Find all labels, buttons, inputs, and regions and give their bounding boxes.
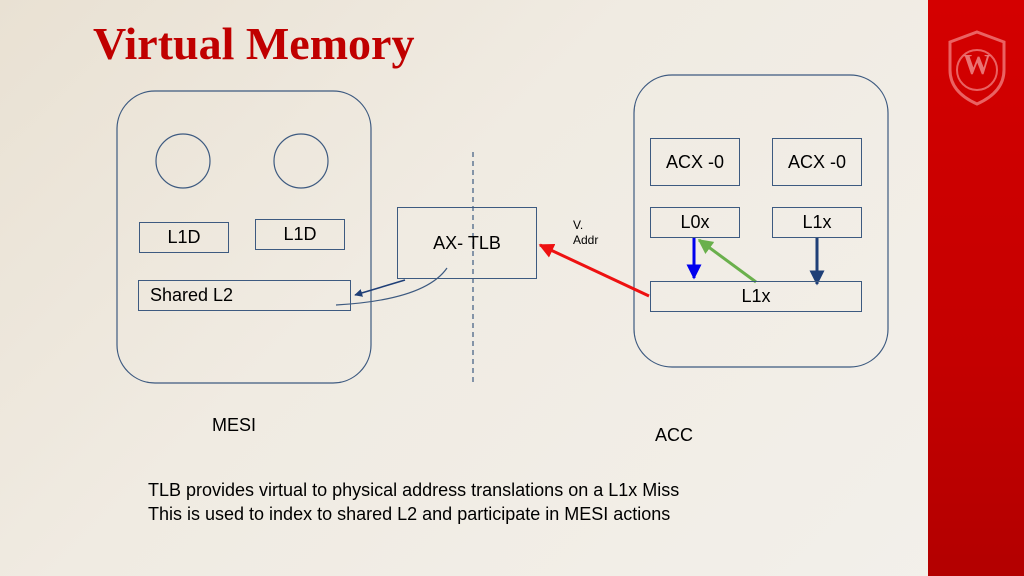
acx-label: ACX -0 — [787, 151, 847, 172]
l0x-label: L0x — [680, 212, 710, 232]
l1d-box-left: L1D — [139, 222, 229, 253]
l1x-label: L1x — [802, 212, 832, 232]
acx-box-left: ACX -0 — [650, 138, 740, 186]
page-title: Virtual Memory — [93, 18, 415, 69]
v-addr-line-2: Addr — [573, 233, 599, 247]
tlb-label: AX- TLB — [433, 232, 501, 253]
acx-label: ACX -0 — [665, 151, 725, 172]
red-miss-arrow — [538, 243, 650, 298]
l1d-box-right: L1D — [255, 219, 345, 250]
core-circle-left — [155, 133, 211, 189]
l0x-box: L0x — [650, 207, 740, 238]
l1d-label: L1D — [167, 227, 201, 247]
l1d-label: L1D — [283, 224, 317, 244]
acc-cluster-outline — [633, 74, 889, 368]
shared-l2-label: Shared L2 — [150, 285, 234, 305]
acc-label: ACC — [655, 425, 694, 445]
tlb-box: AX- TLB — [397, 207, 537, 279]
university-crest-icon: W — [946, 30, 1008, 106]
caption-line-1: TLB provides virtual to physical address… — [148, 480, 680, 500]
mesi-cluster-outline — [116, 90, 372, 384]
brand-side-band: W — [928, 0, 1024, 576]
l1x-bar-label: L1x — [741, 286, 771, 306]
green-up-arrow — [697, 238, 757, 284]
tlb-to-l2-arrow — [354, 279, 406, 297]
v-addr-line-1: V. — [573, 218, 584, 232]
v-addr-label: V. Addr — [573, 218, 598, 248]
shared-l2-box: Shared L2 — [138, 280, 351, 311]
diagram: L1D L1D Shared L2 AX- TLB V. Addr ACX -0… — [116, 74, 889, 526]
acx-box-right: ACX -0 — [772, 138, 862, 186]
diagram-shapes — [116, 74, 889, 386]
caption-text: TLB provides virtual to physical address… — [148, 478, 679, 526]
tlb-to-l2-curve — [335, 267, 448, 306]
caption-line-2: This is used to index to shared L2 and p… — [148, 504, 671, 524]
l1x-box-small: L1x — [772, 207, 862, 238]
core-circle-right — [273, 133, 329, 189]
l1x-bar: L1x — [650, 281, 862, 312]
mesi-label: MESI — [212, 415, 257, 435]
crest-letter: W — [963, 50, 991, 81]
